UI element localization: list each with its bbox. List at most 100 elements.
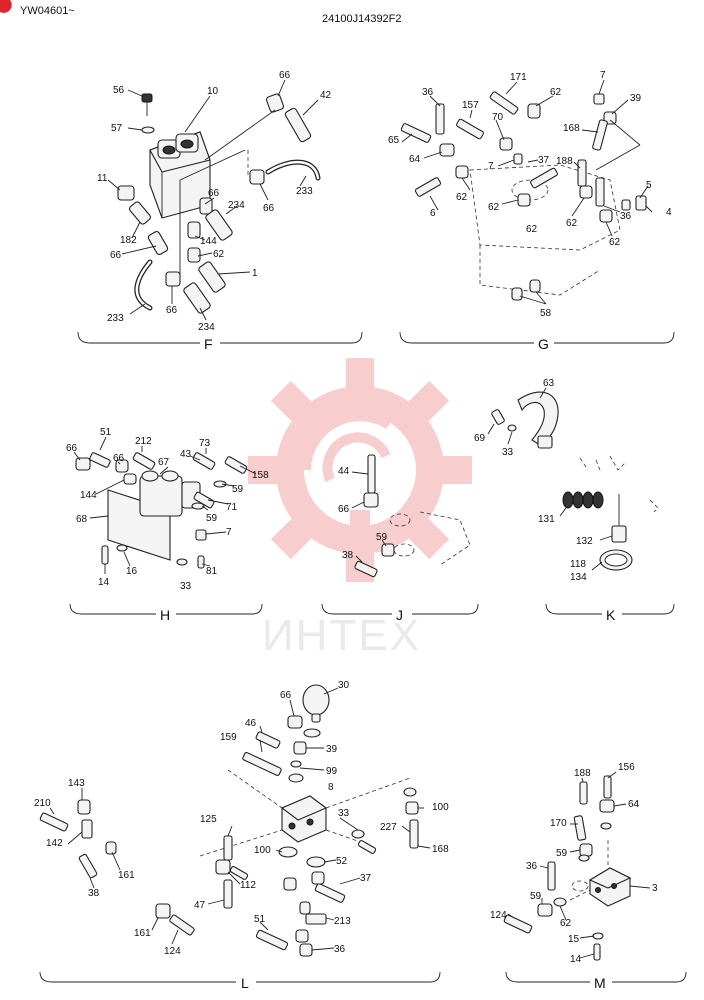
part-label: 64 <box>628 799 640 810</box>
part-label: 39 <box>630 93 642 104</box>
part-label: 4 <box>666 207 672 218</box>
section-letter: F <box>204 336 213 352</box>
leaders-l <box>49 687 431 951</box>
part-label: 170 <box>550 818 567 829</box>
part-label: 64 <box>409 154 421 165</box>
part-label: 118 <box>570 559 586 570</box>
part-label: 38 <box>88 888 100 899</box>
leaders-h <box>73 436 257 574</box>
section-letter-bg <box>156 605 176 623</box>
part-label: 161 <box>118 870 135 881</box>
part-label: 56 <box>113 85 125 96</box>
part-label: 43 <box>180 449 192 460</box>
part-label: 38 <box>342 550 354 561</box>
part-label: 233 <box>296 186 313 197</box>
section-g: 36 171 62 7 39 65 157 70 168 64 7 37 188… <box>388 70 675 352</box>
part-label: 68 <box>76 514 88 525</box>
part-label: 143 <box>68 778 85 789</box>
part-label: 233 <box>107 313 124 324</box>
labels-k: 63 69 33 131 132 118 134 <box>474 378 593 583</box>
manifold-h <box>107 470 201 561</box>
part-label: 10 <box>207 86 219 97</box>
leaders-m <box>507 771 651 959</box>
part-label: 66 <box>110 250 122 261</box>
labels-j: 44 66 59 38 <box>338 466 388 561</box>
part-label: 227 <box>380 822 397 833</box>
part-label: 5 <box>646 180 652 191</box>
part-label: 168 <box>432 844 449 855</box>
section-bracket <box>77 331 363 344</box>
part-label: 59 <box>376 532 388 543</box>
gear-icon <box>248 358 472 582</box>
part-label: 212 <box>135 436 152 447</box>
part-label: 182 <box>120 235 137 246</box>
part-label: 8 <box>328 782 334 793</box>
part-label: 188 <box>574 768 591 779</box>
part-label: 168 <box>563 123 580 134</box>
section-h: 51 212 66 66 144 67 43 73 158 59 59 71 6… <box>66 427 269 623</box>
part-label: 66 <box>166 305 178 316</box>
part-label: 37 <box>360 873 372 884</box>
part-label: 66 <box>113 453 125 464</box>
part-label: 100 <box>432 802 449 813</box>
section-l: 30 66 46 39 159 99 8 100 143 210 142 33 … <box>34 680 449 991</box>
part-label: 134 <box>570 572 587 583</box>
part-label: 39 <box>326 744 338 755</box>
part-label: 62 <box>560 918 572 929</box>
section-m: 188 156 64 170 59 36 3 59 124 62 15 14 M <box>490 762 687 991</box>
leaders-k <box>487 387 613 571</box>
part-label: 44 <box>338 466 350 477</box>
part-label: 66 <box>280 690 292 701</box>
part-label: 46 <box>245 718 257 729</box>
part-label: 52 <box>336 856 348 867</box>
valve-body-l <box>199 769 411 857</box>
section-letter: G <box>538 336 549 352</box>
section-letter: H <box>160 607 170 623</box>
valve-body-m <box>569 840 632 907</box>
part-label: 188 <box>556 156 573 167</box>
part-label: 66 <box>338 504 350 515</box>
part-label: 62 <box>609 237 621 248</box>
part-label: 33 <box>338 808 350 819</box>
part-label: 144 <box>200 236 217 247</box>
bolt <box>141 93 153 116</box>
part-label: 65 <box>388 135 400 146</box>
labels-f: 56 57 10 66 42 11 66 182 66 144 62 234 2… <box>97 70 332 333</box>
part-label: 234 <box>228 200 245 211</box>
part-label: 81 <box>206 566 218 577</box>
part-label: 16 <box>126 566 138 577</box>
section-letter: K <box>606 607 616 623</box>
header: YW04601~ 24100J14392F2 <box>0 0 402 25</box>
labels-l: 30 66 46 39 159 99 8 100 143 210 142 33 … <box>34 680 449 957</box>
part-label: 36 <box>620 211 632 222</box>
part-label: 124 <box>490 910 507 921</box>
part-label: 59 <box>556 848 568 859</box>
section-letter-bg <box>392 605 412 623</box>
part-label: 58 <box>540 308 552 319</box>
part-label: 66 <box>66 443 78 454</box>
part-label: 62 <box>526 224 538 235</box>
part-label: 159 <box>220 732 237 743</box>
part-label: 51 <box>100 427 112 438</box>
drawing-number: 24100J14392F2 <box>322 13 402 25</box>
part-label: 158 <box>252 470 269 481</box>
part-label: 59 <box>232 484 244 495</box>
part-label: 100 <box>254 845 271 856</box>
bracket-k <box>491 391 659 571</box>
watermark: ИНТЕХ <box>248 358 472 660</box>
part-label: 36 <box>526 861 538 872</box>
part-label: 210 <box>34 798 51 809</box>
part-label: 124 <box>164 946 181 957</box>
section-k: 63 69 33 131 132 118 134 K <box>474 378 675 623</box>
section-letter-bg <box>200 334 220 352</box>
labels-g: 36 171 62 7 39 65 157 70 168 64 7 37 188… <box>388 70 672 319</box>
part-label: 213 <box>334 916 351 927</box>
part-label: 62 <box>456 192 468 203</box>
part-label: 71 <box>226 502 238 513</box>
part-label: 67 <box>158 457 170 468</box>
part-label: 70 <box>492 112 504 123</box>
part-label: 14 <box>570 954 582 965</box>
part-label: 47 <box>194 900 206 911</box>
part-label: 3 <box>652 883 658 894</box>
